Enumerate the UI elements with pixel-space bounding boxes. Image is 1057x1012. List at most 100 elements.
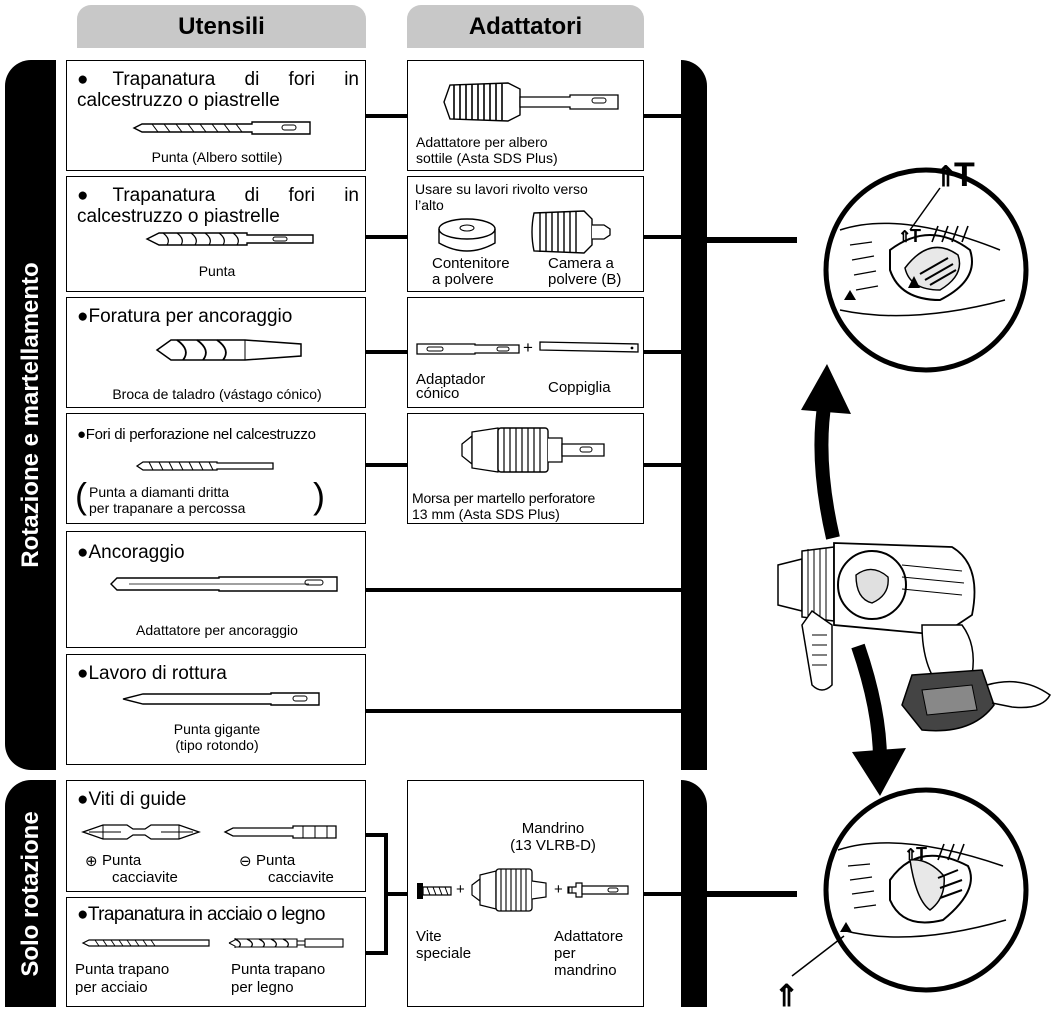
tool-caption: Punta [198,263,236,279]
straight-drill-bit-icon [135,461,274,471]
down-arrow-icon [851,643,906,796]
connector-line [644,463,681,467]
tool-caption-left-line2: cacciavite [112,869,178,886]
connector-line [366,114,407,118]
hammer-chuck-icon [461,427,605,473]
adapter-title-line1: Mandrino [521,820,585,837]
tool-box-thin-shank-bit: ●Trapanatura di fori in calcestruzzo o p… [66,60,366,171]
tool-box-breaking: ●Lavoro di rottura Punta gigante (tipo r… [66,654,366,765]
adapter-note-line1: Usare su lavori rivolto verso [415,181,588,197]
right-bar-rotation-hammering [681,60,707,770]
connector-line [366,350,407,354]
svg-text:⇑: ⇑ [934,161,957,192]
bull-point-icon [122,692,320,706]
connector-line [644,114,681,118]
tool-caption: Adattatore per ancoraggio [136,622,298,638]
tool-box-taper-shank-drill: ●Foratura per ancoraggio Broca de taladr… [66,297,366,408]
adapter-caption-right-line2: polvere (B) [548,271,622,288]
adapter-title-line2: (13 VLRB-D) [510,837,596,854]
adapter-caption-right-line1: Camera a [548,255,614,272]
mode-selector-rotation-magnified: ⇑ T ⇑ [774,787,1029,1012]
tool-caption-right-line2: cacciavite [268,869,334,886]
svg-text:T: T [916,844,927,864]
tool-title: ●Foratura per ancoraggio [77,306,293,327]
double-ended-bit-icon [81,824,201,840]
rotary-hammer-drill-icon [777,542,1051,732]
tool-caption-right-line1: Punta [256,852,296,869]
tool-box-screw-driving: ●Viti di guide ⊕ Punta cacciavite ⊖ Punt… [66,780,366,892]
connector-line [707,237,797,243]
adapter-note-line2: l’alto [415,197,444,213]
drill-chuck-icon [471,868,547,912]
adapter-caption-line2: sottile (Asta SDS Plus) [416,150,558,166]
plus-symbol-icon: ⊕ [85,853,98,870]
tool-caption-line1: Punta gigante [173,721,261,737]
up-arrow-icon [801,364,851,540]
connector-line [644,892,681,896]
adapter-caption-left-line2: cónico [416,385,460,402]
plus-sign: + [456,881,465,898]
tool-caption-left-line1: Punta [102,852,142,869]
dust-cup-icon [438,218,496,252]
adapter-box-chuck: Mandrino (13 VLRB-D) + + Vite speciale A… [407,780,644,1007]
adapter-caption-right-line2: per [554,945,576,962]
chuck-adapter-icon [567,882,629,898]
adapter-caption-right-line3: mandrino [554,962,617,979]
tool-box-diamond-core-bit: ●Fori di perforazione nel calcestruzzo (… [66,413,366,524]
svg-text:⇑: ⇑ [774,980,799,1012]
plus-sign: + [523,338,533,357]
tool-caption-right-line1: Punta trapano [231,961,326,978]
tool-caption: Broca de taladro (vástago cónico) [112,386,322,402]
caption-paren-close: ) [313,475,325,516]
adapter-box-hammer-chuck: Morsa per martello perforatore 13 mm (As… [407,413,644,524]
tool-caption-line2: per trapanare a percossa [89,500,246,516]
tool-caption-right-line2: per legno [231,979,294,996]
tool-title: ●Lavoro di rottura [77,663,227,684]
svg-text:T: T [954,156,975,194]
adapter-box-thin-shank: Adattatore per albero sottile (Asta SDS … [407,60,644,171]
adapter-caption-line1: Morsa per martello perforatore [412,490,596,506]
tool-caption-line2: (tipo rotondo) [175,737,259,753]
adapter-caption-line1: Adattatore per albero [416,134,548,150]
wood-drill-bit-icon [228,938,344,948]
tool-caption-line1: Punta a diamanti dritta [89,484,230,500]
connector-line [366,588,681,592]
steel-drill-bit-icon [81,939,210,947]
adapter-caption-line2: 13 mm (Asta SDS Plus) [412,506,560,522]
minus-symbol-icon: ⊖ [239,853,252,870]
special-screw-icon [417,883,452,899]
taper-shank-drill-icon [155,339,302,361]
connector-line [644,235,681,239]
adapter-box-dust-collection: Usare su lavori rivolto verso l’alto Con… [407,176,644,292]
anchoring-adapter-icon [110,576,338,592]
single-ended-bit-icon [223,825,337,839]
thin-shank-bit-icon [132,121,311,135]
adapter-box-taper: + Adaptador cónico Coppiglia [407,297,644,408]
cotter-icon [539,341,639,353]
tool-title: ●Trapanatura di fori in calcestruzzo o p… [77,69,359,111]
tool-title: ●Viti di guide [77,789,187,810]
tool-box-anchoring: ●Ancoraggio Adattatore per ancoraggio [66,531,366,648]
bracket-connector [366,833,388,955]
right-bar-rotation-only [681,780,707,1007]
adapter-caption-left-line2: speciale [416,945,472,962]
tool-box-bit: ●Trapanatura di fori in calcestruzzo o p… [66,176,366,292]
svg-text:T: T [910,226,921,246]
tool-box-steel-wood-drilling: ●Trapanatura in acciaio o legno Punta tr… [66,897,366,1007]
connector-line [366,463,407,467]
connector-line [366,235,407,239]
plus-sign: + [554,881,563,898]
adapter-caption-left-line1: Adaptador [416,371,486,388]
tool-title: ●Ancoraggio [77,542,185,563]
connector-line [707,891,797,897]
dust-chamber-icon [531,210,611,254]
connector-line [386,892,407,896]
svg-text:⇑: ⇑ [898,229,911,246]
thin-shank-adapter-icon [443,82,619,122]
adapter-caption-left-line2: a polvere [432,271,494,288]
tool-caption-left-line2: per acciaio [75,979,148,996]
svg-text:⇑: ⇑ [904,847,917,864]
connector-line [366,709,681,713]
drill-bit-icon [145,232,314,246]
tools-column-header: Utensili [77,5,366,48]
